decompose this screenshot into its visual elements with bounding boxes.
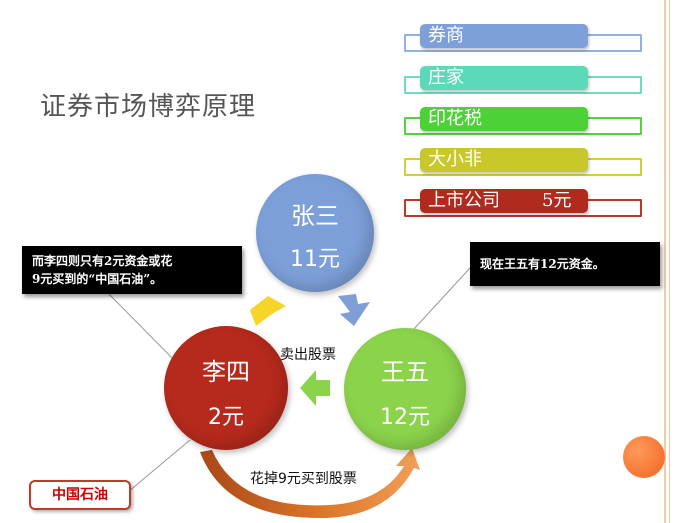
node-lisi: 李四 2元 — [164, 326, 288, 450]
arrow-blue-down — [338, 294, 370, 326]
node-name: 王五 — [381, 358, 429, 386]
stock-pointer-line — [127, 439, 191, 493]
tag-stamp-tax: 印花税 — [404, 107, 644, 135]
decor-orange-circle — [623, 436, 665, 478]
arrow-orange-curve — [200, 448, 420, 519]
tag-label: 庄家 — [428, 67, 464, 88]
tag-pill: 庄家 — [420, 66, 588, 90]
slide-border-right — [664, 0, 666, 523]
slide-title: 证券市场博弈原理 — [40, 92, 257, 122]
tag-label: 上市公司 — [428, 190, 500, 211]
label-sell-stock: 卖出股票 — [280, 347, 336, 363]
node-zhangsan: 张三 11元 — [256, 174, 374, 292]
tag-dealer: 庄家 — [404, 66, 644, 94]
callout-lisi: 而李四则只有2元资金或花 9元买到的“中国石油”。 — [22, 246, 242, 294]
tag-pill: 上市公司 5元 — [420, 189, 588, 213]
node-wangwu: 王五 12元 — [344, 328, 466, 450]
tag-pill: 券商 — [420, 24, 588, 48]
tag-restricted-shares: 大小非 — [404, 148, 644, 176]
stock-box-petrochina: 中国石油 — [29, 480, 131, 510]
node-money: 12元 — [380, 405, 430, 430]
arrow-green-left — [300, 370, 330, 406]
arrow-yellow-up — [250, 296, 286, 326]
tag-pill: 大小非 — [420, 148, 588, 172]
label-buy-stock: 花掉9元买到股票 — [250, 471, 357, 487]
slide-border-right-thin — [669, 0, 670, 523]
tag-pill: 印花税 — [420, 107, 588, 131]
callout-left-line — [99, 284, 183, 369]
tag-label: 大小非 — [428, 149, 482, 170]
tag-broker: 券商 — [404, 24, 644, 52]
tag-label: 券商 — [428, 25, 464, 46]
tag-listed-company: 上市公司 5元 — [404, 189, 644, 217]
node-money: 2元 — [208, 405, 244, 430]
callout-wangwu: 现在王五有12元资金。 — [470, 242, 660, 286]
tag-extra: 5元 — [542, 190, 572, 211]
node-name: 张三 — [291, 202, 339, 230]
tag-label: 印花税 — [428, 108, 482, 129]
node-money: 11元 — [290, 247, 340, 272]
node-name: 李四 — [202, 358, 250, 386]
